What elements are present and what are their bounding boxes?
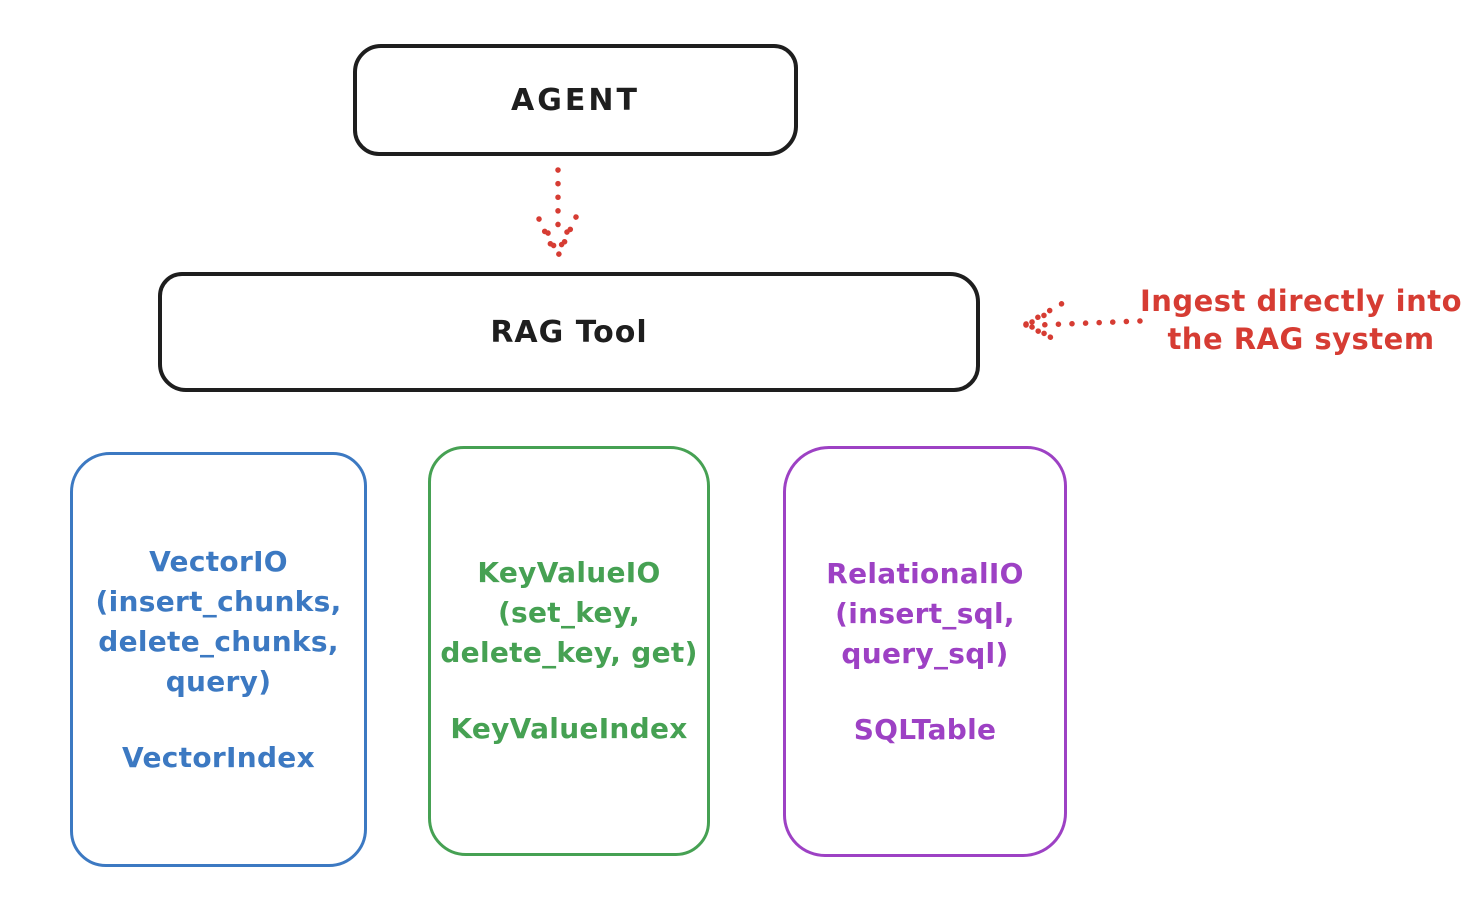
card-line: (insert_sql,	[835, 596, 1015, 630]
card-line: delete_key, get)	[440, 636, 698, 669]
ingest-annotation: Ingest directly into the RAG system	[1138, 282, 1464, 358]
rag-tool-node: RAG Tool	[158, 272, 980, 392]
keyvalue-io-card: KeyValueIO (set_key, delete_key, get) Ke…	[428, 446, 710, 856]
keyvalue-index-label: KeyValueIndex	[450, 712, 688, 745]
card-line: KeyValueIO	[477, 556, 661, 589]
card-line: (insert_chunks,	[95, 584, 342, 618]
agent-label: AGENT	[511, 82, 640, 118]
card-lines: VectorIO (insert_chunks, delete_chunks, …	[96, 542, 342, 702]
card-line: delete_chunks,	[98, 624, 339, 658]
ingest-annotation-arrow	[1023, 300, 1143, 346]
relational-io-card: RelationalIO (insert_sql, query_sql) SQL…	[783, 446, 1067, 857]
ingest-annotation-line-2: the RAG system	[1167, 322, 1435, 356]
sql-table-label: SQLTable	[853, 712, 997, 746]
vector-io-card: VectorIO (insert_chunks, delete_chunks, …	[70, 452, 367, 867]
ingest-annotation-line-1: Ingest directly into	[1139, 284, 1463, 318]
rag-tool-label: RAG Tool	[490, 314, 648, 350]
card-lines: RelationalIO (insert_sql, query_sql)	[826, 554, 1024, 674]
agent-node: AGENT	[353, 44, 798, 156]
card-line: (set_key,	[497, 596, 641, 629]
card-line: VectorIO	[149, 544, 288, 578]
card-line: RelationalIO	[826, 556, 1024, 590]
card-line: query)	[165, 664, 272, 698]
agent-to-ragtool-arrow	[536, 167, 579, 259]
card-line: query_sql)	[841, 636, 1009, 670]
card-lines: KeyValueIO (set_key, delete_key, get)	[440, 553, 697, 673]
vector-index-label: VectorIndex	[122, 740, 315, 774]
